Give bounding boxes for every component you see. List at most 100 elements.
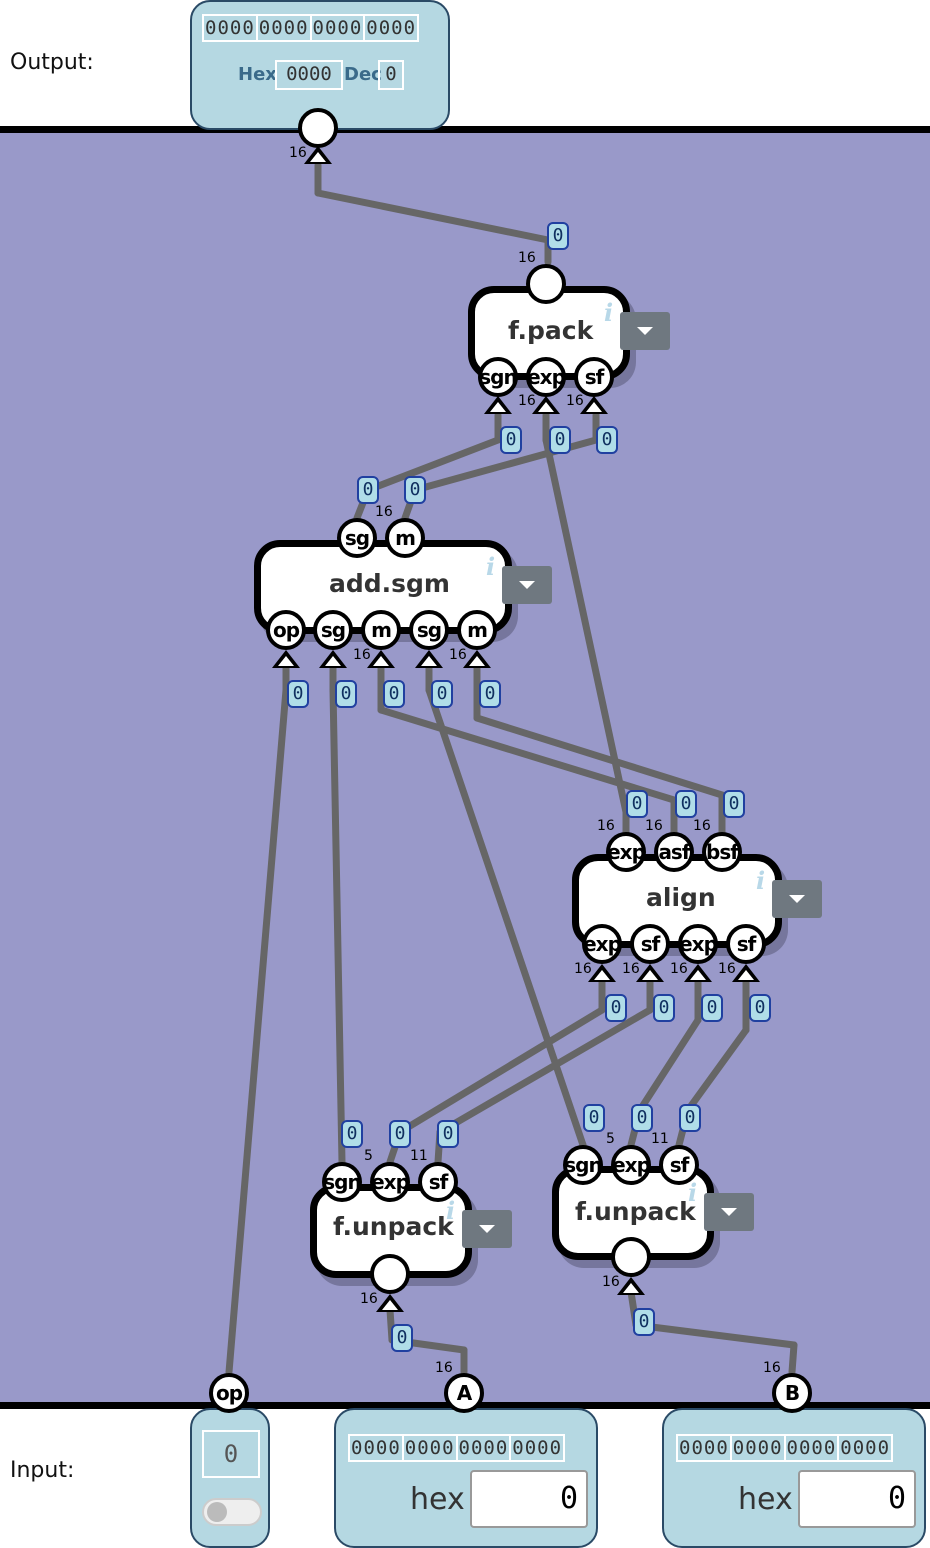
unpack-b-input-port[interactable] [611, 1237, 651, 1277]
unpack-a-info-icon[interactable]: i [446, 1196, 456, 1225]
output-band-label: Output: [10, 50, 94, 75]
a-bit-nibble: 0000 [402, 1435, 457, 1461]
addsgm-input-sg-b[interactable]: sg [409, 610, 449, 650]
align-menu-button[interactable] [772, 880, 822, 918]
output-port[interactable] [298, 108, 338, 148]
op-input-port[interactable]: op [209, 1373, 249, 1413]
fpack-menu-button[interactable] [620, 312, 670, 350]
unpack-b-output-sgn[interactable]: sgn [563, 1145, 603, 1185]
addsgm-output-sg[interactable]: sg [337, 518, 377, 558]
align-title: align [646, 883, 716, 912]
align-input-sf-a[interactable]: sf [630, 924, 670, 964]
wire-value-badge: 0 [549, 426, 571, 454]
align-output-asf[interactable]: asf [654, 832, 694, 872]
op-toggle[interactable] [202, 1498, 262, 1526]
wire-value-badge: 0 [335, 680, 357, 708]
unpack-a-in-width: 16 [360, 1291, 378, 1307]
wire-value-badge: 0 [437, 1120, 459, 1148]
output-hex-label: Hex [238, 64, 277, 85]
b-input-panel: 0000 0000 0000 0000 hex 0 [662, 1408, 926, 1548]
wire-value-badge: 0 [723, 790, 745, 818]
align-output-bsf[interactable]: bsf [702, 832, 742, 872]
wire-value-badge: 0 [631, 1104, 653, 1132]
align-exp-b-width: 16 [670, 961, 688, 977]
b-input-port[interactable]: B [772, 1373, 812, 1413]
wire-value-badge: 0 [404, 476, 426, 504]
unpack-b-sf-width: 11 [651, 1131, 669, 1147]
output-bit-nibble: 0000 [310, 15, 365, 41]
unpack-b-info-icon[interactable]: i [688, 1178, 698, 1207]
a-input-panel: 0000 0000 0000 0000 hex 0 [334, 1408, 598, 1548]
output-dec-label: Dec [344, 64, 382, 85]
b-hex-input[interactable]: 0 [798, 1470, 916, 1528]
output-hex-value: 0000 [275, 60, 343, 90]
wire-value-badge: 0 [389, 1120, 411, 1148]
wire-value-badge: 0 [596, 426, 618, 454]
wire-value-badge: 0 [679, 1104, 701, 1132]
addsgm-input-sg-a[interactable]: sg [313, 610, 353, 650]
unpack-a-menu-button[interactable] [462, 1210, 512, 1248]
wire-value-badge: 0 [479, 680, 501, 708]
unpack-a-output-sf[interactable]: sf [418, 1162, 458, 1202]
a-hex-label: hex [410, 1482, 465, 1517]
output-port-width: 16 [289, 145, 307, 161]
wire-value-badge: 0 [287, 680, 309, 708]
op-value: 0 [202, 1430, 260, 1478]
wire-value-badge: 0 [701, 994, 723, 1022]
addsgm-info-icon[interactable]: i [486, 552, 496, 581]
addsgm-menu-button[interactable] [502, 566, 552, 604]
addsgm-input-m-b[interactable]: m [457, 610, 497, 650]
fpack-output-port[interactable] [526, 264, 566, 304]
a-bit-nibble: 0000 [456, 1435, 511, 1461]
addsgm-output-m[interactable]: m [385, 518, 425, 558]
unpack-b-exp-width: 5 [606, 1131, 615, 1147]
align-sf-b-arrow [732, 964, 760, 982]
addsgm-input-m-a[interactable]: m [361, 610, 401, 650]
unpack-b-menu-button[interactable] [704, 1193, 754, 1231]
b-bit-nibble: 0000 [838, 1435, 893, 1461]
addsgm-sg-a-arrow [319, 650, 347, 668]
a-bit-nibble: 0000 [349, 1435, 403, 1461]
a-input-port[interactable]: A [444, 1373, 484, 1413]
input-band-label: Input: [10, 1458, 75, 1483]
unpack-a-input-port[interactable] [370, 1254, 410, 1294]
align-input-exp-b[interactable]: exp [678, 924, 718, 964]
fpack-input-sgn[interactable]: sgn [478, 357, 518, 397]
align-exp-b-arrow [684, 964, 712, 982]
fpack-input-sf[interactable]: sf [574, 357, 614, 397]
align-exp-a-width: 16 [574, 961, 592, 977]
align-input-sf-b[interactable]: sf [726, 924, 766, 964]
unpack-b-output-exp[interactable]: exp [611, 1145, 651, 1185]
align-sf-a-width: 16 [622, 961, 640, 977]
a-hex-input[interactable]: 0 [470, 1470, 588, 1528]
align-exp-out-width: 16 [597, 818, 615, 834]
unpack-a-sf-width: 11 [410, 1148, 428, 1164]
unpack-b-output-sf[interactable]: sf [659, 1145, 699, 1185]
wire-value-badge: 0 [653, 994, 675, 1022]
fpack-input-exp[interactable]: exp [526, 357, 566, 397]
unpack-a-output-sgn[interactable]: sgn [322, 1162, 362, 1202]
addsgm-m-a-width: 16 [353, 647, 371, 663]
output-bit-nibble: 0000 [256, 15, 311, 41]
wire-value-badge: 0 [605, 994, 627, 1022]
wire-value-badge: 0 [749, 994, 771, 1022]
wire-value-badge: 0 [500, 426, 522, 454]
wire-value-badge: 0 [547, 222, 569, 250]
align-info-icon[interactable]: i [756, 866, 766, 895]
output-port-arrow [304, 146, 332, 164]
fpack-info-icon[interactable]: i [604, 298, 614, 327]
addsgm-sg-b-arrow [415, 650, 443, 668]
unpack-a-input-arrow [376, 1294, 404, 1312]
b-bit-nibble: 0000 [677, 1435, 731, 1461]
unpack-b-in-width: 16 [602, 1274, 620, 1290]
fpack-exp-width: 16 [518, 393, 536, 409]
addsgm-m-b-arrow [463, 650, 491, 668]
wire-value-badge: 0 [626, 790, 648, 818]
align-output-exp[interactable]: exp [606, 832, 646, 872]
unpack-a-output-exp[interactable]: exp [370, 1162, 410, 1202]
wire-value-badge: 0 [583, 1104, 605, 1132]
align-sf-a-arrow [636, 964, 664, 982]
unpack-b-input-arrow [617, 1277, 645, 1295]
align-input-exp-a[interactable]: exp [582, 924, 622, 964]
addsgm-input-op[interactable]: op [266, 610, 306, 650]
